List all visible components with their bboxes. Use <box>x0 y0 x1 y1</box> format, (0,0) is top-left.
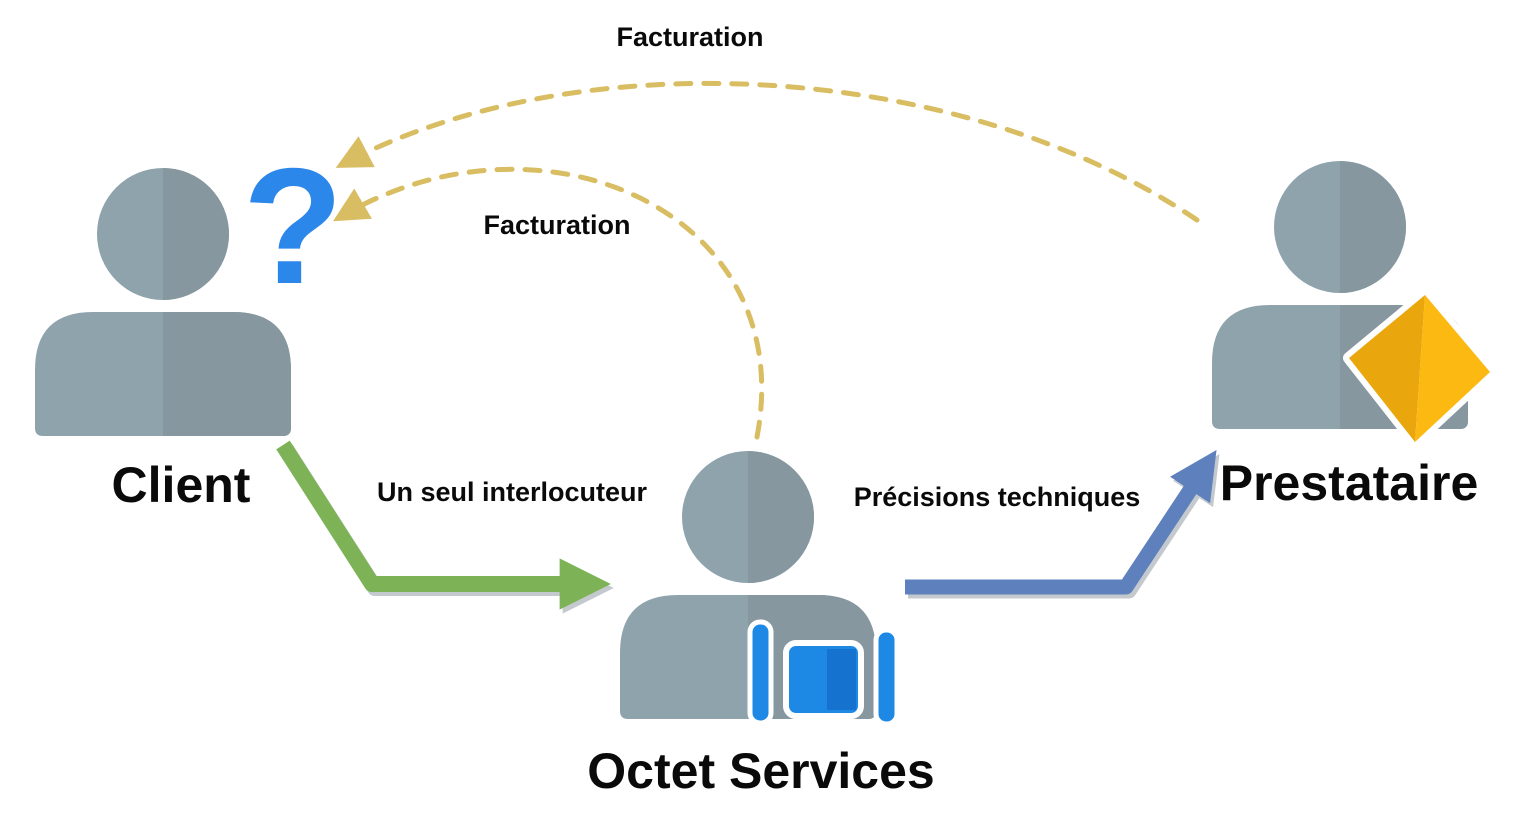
arrow-client-to-octet <box>276 440 611 610</box>
facturation-top-label: Facturation <box>616 22 763 52</box>
arrow-facturation-prestataire-to-client <box>335 80 1200 223</box>
octet-services-label: Octet Services <box>587 743 934 799</box>
facturation-top-arrow-line <box>335 80 1200 223</box>
prestataire-label: Prestataire <box>1220 455 1479 511</box>
device-screen-shade <box>827 649 856 710</box>
cube-left-face <box>1349 295 1425 442</box>
green-arrow-line <box>276 440 611 610</box>
arrow-octet-to-prestataire <box>905 449 1217 595</box>
interlocuteur-label: Un seul interlocuteur <box>377 477 648 507</box>
precisions-label: Précisions techniques <box>854 482 1141 512</box>
blue-arrow-line <box>905 449 1217 595</box>
device-left-bar <box>747 619 774 726</box>
facturation-mid-arrow-line <box>332 166 765 440</box>
arrow-facturation-octet-to-client <box>332 166 765 440</box>
tech-device-icon <box>747 619 900 727</box>
client-label: Client <box>112 457 251 513</box>
question-mark-icon: ? <box>243 134 344 318</box>
package-cube-icon <box>1343 289 1496 448</box>
cube-right-face <box>1415 295 1490 442</box>
facturation-mid-label: Facturation <box>483 210 630 240</box>
device-right-bar <box>873 627 900 727</box>
